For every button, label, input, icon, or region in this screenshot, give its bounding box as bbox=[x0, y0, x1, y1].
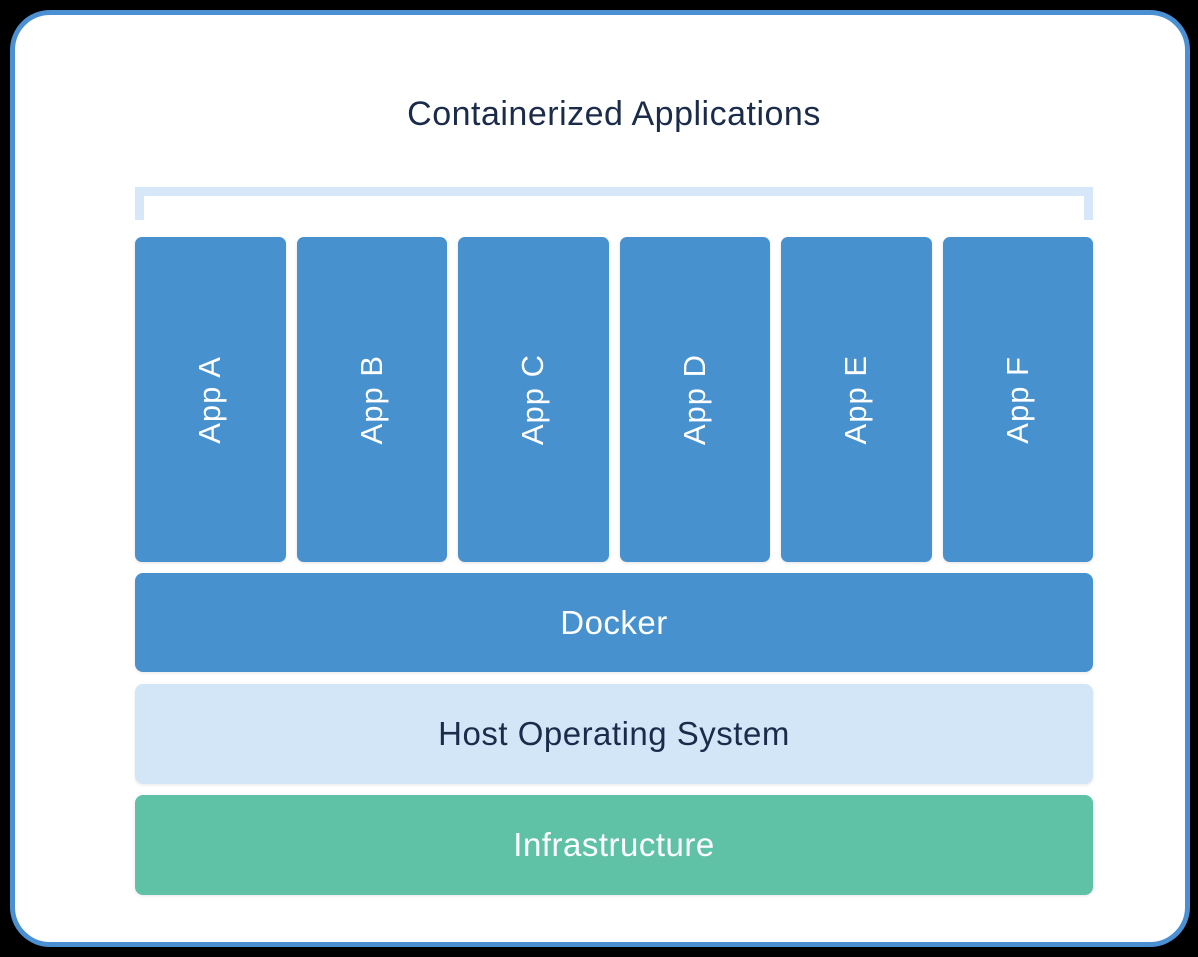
app-box-d: App D bbox=[619, 237, 770, 562]
app-box-a: App A bbox=[135, 237, 286, 562]
app-label-e: App E bbox=[838, 354, 874, 445]
app-box-f: App F bbox=[942, 237, 1093, 562]
app-label-b: App B bbox=[353, 354, 389, 445]
app-label-a: App A bbox=[192, 355, 228, 444]
app-box-e: App E bbox=[781, 237, 932, 562]
app-box-c: App C bbox=[458, 237, 609, 562]
app-label-d: App D bbox=[676, 353, 712, 446]
containers-bracket bbox=[135, 187, 1093, 220]
apps-row: App A App B App C App D App E App F bbox=[135, 237, 1093, 562]
app-label-c: App C bbox=[515, 353, 551, 446]
diagram-title: Containerized Applications bbox=[407, 95, 821, 133]
layer-host-operating-system: Host Operating System bbox=[135, 684, 1093, 784]
diagram-card: Containerized Applications App A App B A… bbox=[10, 10, 1190, 947]
layer-docker: Docker bbox=[135, 573, 1093, 672]
app-label-f: App F bbox=[999, 355, 1035, 444]
layer-infrastructure: Infrastructure bbox=[135, 795, 1093, 895]
app-box-b: App B bbox=[296, 237, 447, 562]
